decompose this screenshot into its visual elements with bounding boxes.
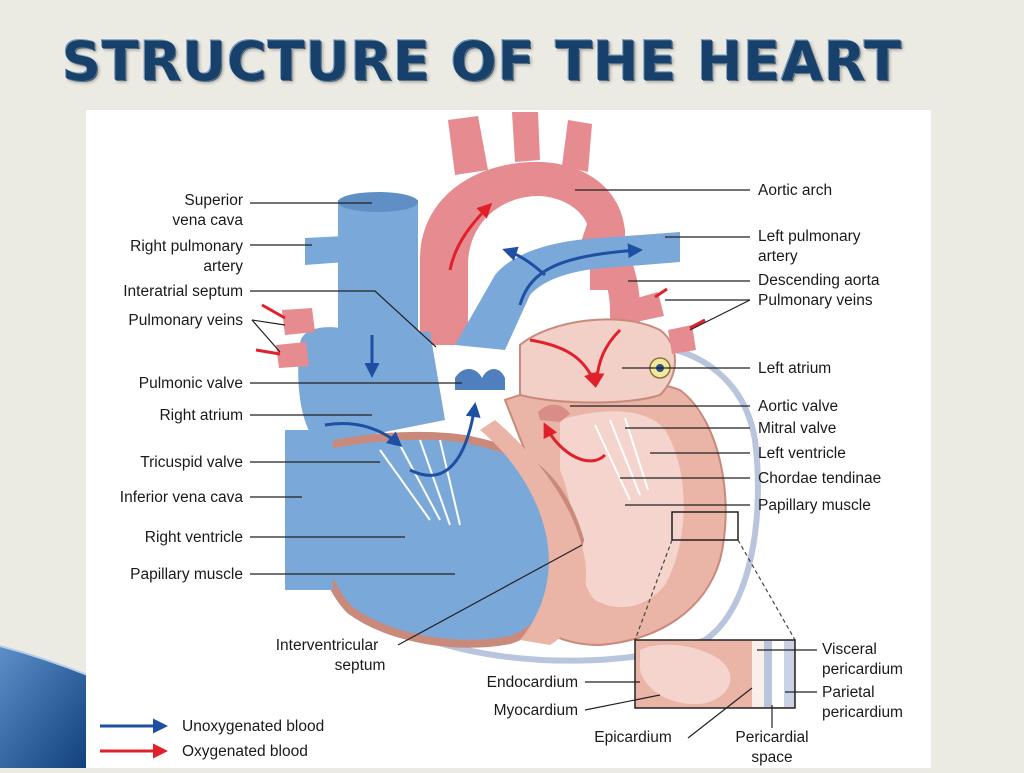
label-right-atrium: Right atrium (159, 407, 243, 424)
aortic-valve-shape (538, 404, 570, 422)
aortic-arch (420, 161, 625, 345)
label-superior-vena-cava-2: vena cava (172, 212, 243, 229)
label-papillary-muscle-left: Papillary muscle (130, 566, 243, 583)
right-pulmonary-vein-upper (282, 308, 315, 335)
legend-unoxygenated-label: Unoxygenated blood (182, 718, 324, 735)
label-pericardial-space-2: space (751, 749, 792, 766)
superior-vena-cava (338, 200, 418, 360)
label-papillary-muscle-right: Papillary muscle (758, 497, 871, 514)
label-visceral-pericardium-1: Visceral (822, 641, 877, 658)
corner-decoration (0, 645, 90, 768)
oxygenated-arrow-lv (543, 422, 607, 463)
unoxygenated-arrow-ra (324, 422, 403, 447)
legend-oxygenated-label: Oxygenated blood (182, 743, 308, 760)
label-visceral-pericardium-2: pericardium (822, 661, 903, 678)
unoxygenated-arrow-pa-right (502, 246, 546, 277)
label-left-pulmonary-artery-2: artery (758, 248, 798, 265)
right-chordae (379, 439, 461, 526)
interventricular-septum-wall (480, 420, 586, 645)
label-interventricular-septum-1: Interventricular (276, 637, 379, 654)
heart-diagram-panel: Superior vena cava Right pulmonary arter… (86, 110, 931, 768)
label-left-atrium: Left atrium (758, 360, 831, 377)
label-superior-vena-cava-1: Superior (184, 192, 243, 209)
label-endocardium: Endocardium (487, 674, 578, 691)
label-myocardium: Myocardium (494, 702, 578, 719)
label-pulmonary-veins-left: Pulmonary veins (128, 312, 243, 329)
label-tricuspid-valve: Tricuspid valve (140, 454, 243, 471)
label-interventricular-septum-2: septum (335, 657, 386, 674)
label-aortic-arch: Aortic arch (758, 182, 832, 199)
label-descending-aorta: Descending aorta (758, 272, 880, 289)
inferior-vena-cava (285, 430, 333, 590)
oxygenated-arrow-la-2 (589, 328, 622, 388)
label-interatrial-septum: Interatrial septum (123, 283, 243, 300)
label-right-pulmonary-artery-2: artery (203, 258, 243, 275)
label-parietal-pericardium-1: Parietal (822, 684, 875, 701)
brachiocephalic-artery (448, 116, 488, 175)
left-subclavian-artery (562, 120, 592, 172)
label-left-ventricle: Left ventricle (758, 445, 846, 462)
unoxygenated-arrow-rv (409, 402, 481, 477)
oxygenated-arrow-aorta (448, 202, 493, 271)
pulmonary-trunk (455, 232, 680, 350)
label-mitral-valve: Mitral valve (758, 420, 836, 437)
label-epicardium: Epicardium (594, 729, 672, 746)
left-carotid-artery (512, 112, 540, 162)
label-pulmonic-valve: Pulmonic valve (139, 375, 243, 392)
label-right-pulmonary-artery-1: Right pulmonary (130, 238, 243, 255)
heart-diagram: Superior vena cava Right pulmonary arter… (100, 112, 903, 766)
label-chordae-tendinae: Chordae tendinae (758, 470, 881, 487)
label-parietal-pericardium-2: pericardium (822, 704, 903, 721)
right-pulmonary-artery (305, 236, 345, 265)
left-atrium (519, 318, 676, 404)
label-inferior-vena-cava: Inferior vena cava (120, 489, 244, 506)
zoom-region-box (671, 511, 739, 541)
left-pulmonary-vein-lower (668, 325, 696, 354)
label-right-ventricle: Right ventricle (145, 529, 243, 546)
right-pulmonary-vein-lower (276, 342, 309, 368)
pulmonic-valve-shape (455, 369, 505, 390)
wall-layers-inset (634, 639, 796, 709)
legend: Unoxygenated blood Oxygenated blood (100, 718, 324, 760)
superior-vena-cava-opening (338, 192, 418, 212)
unoxygenated-arrow-pa-left (518, 243, 643, 306)
slide-title: STRUCTURE OF THE HEART (62, 30, 902, 93)
label-pericardial-space-1: Pericardial (735, 729, 808, 746)
label-pulmonary-veins-right: Pulmonary veins (758, 292, 873, 309)
label-left-pulmonary-artery-1: Left pulmonary (758, 228, 861, 245)
label-aortic-valve: Aortic valve (758, 398, 838, 415)
left-pulmonary-vein-upper (630, 292, 664, 322)
leader-lines (250, 189, 817, 739)
